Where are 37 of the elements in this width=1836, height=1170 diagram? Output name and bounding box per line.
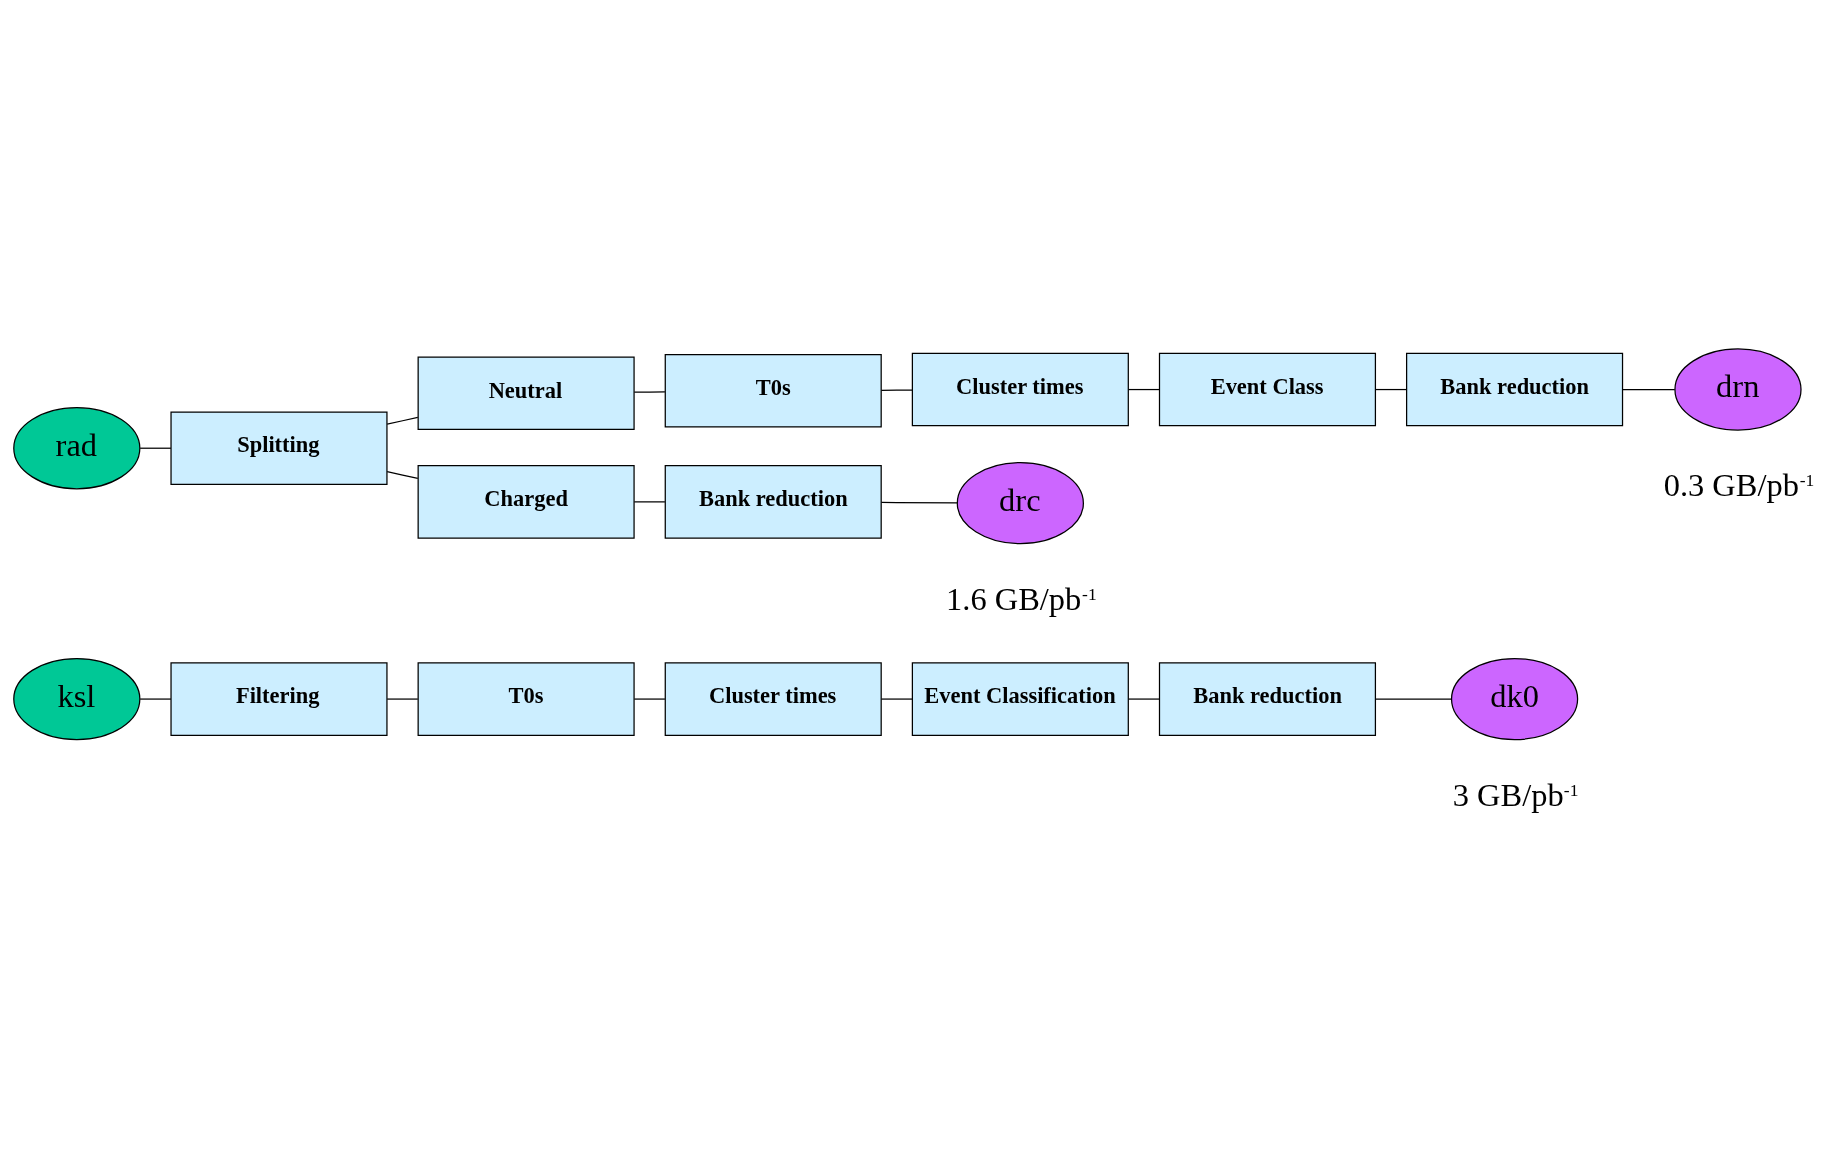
- connector: [1622, 388, 1676, 390]
- node-box: T0s: [417, 661, 635, 736]
- node-ellipse: rad: [13, 406, 141, 489]
- node-box: Event Classification: [911, 661, 1129, 736]
- connector: [880, 388, 913, 391]
- connector: [1127, 388, 1160, 390]
- node-box: T0s: [664, 353, 882, 428]
- node-ellipse: drn: [1674, 347, 1802, 431]
- connector: [633, 697, 666, 700]
- node-ellipse: drc: [956, 461, 1084, 544]
- node-box: Charged: [417, 464, 635, 539]
- node-box: Splitting: [170, 410, 388, 485]
- connector: [1375, 388, 1407, 390]
- connector: [633, 500, 666, 502]
- node-box: Bank reduction: [664, 464, 882, 539]
- node-label: 1.6 GB/pb$^{-1}$: [946, 580, 1097, 617]
- connector: [880, 501, 958, 503]
- connector: [633, 390, 666, 393]
- connector: [386, 416, 419, 425]
- node-ellipse: ksl: [13, 657, 141, 740]
- connector: [386, 470, 419, 479]
- node-label: 0.3 GB/pb$^{-1}$: [1663, 466, 1815, 503]
- node-box: Bank reduction: [1158, 661, 1377, 736]
- connector: [880, 697, 913, 700]
- node-box: Cluster times: [664, 661, 882, 736]
- node-box: Cluster times: [911, 352, 1129, 426]
- connector: [1375, 697, 1452, 700]
- node-box: Neutral: [417, 355, 635, 430]
- node-ellipse: dk0: [1450, 657, 1579, 740]
- connector: [386, 697, 419, 700]
- connector: [1127, 697, 1160, 700]
- connector: [139, 697, 172, 700]
- node-box: Event Class: [1158, 352, 1377, 426]
- node-label: 3 GB/pb$^{-1}$: [1452, 776, 1579, 813]
- connector: [139, 447, 172, 449]
- node-box: Bank reduction: [1406, 352, 1624, 426]
- node-box: Filtering: [170, 661, 388, 736]
